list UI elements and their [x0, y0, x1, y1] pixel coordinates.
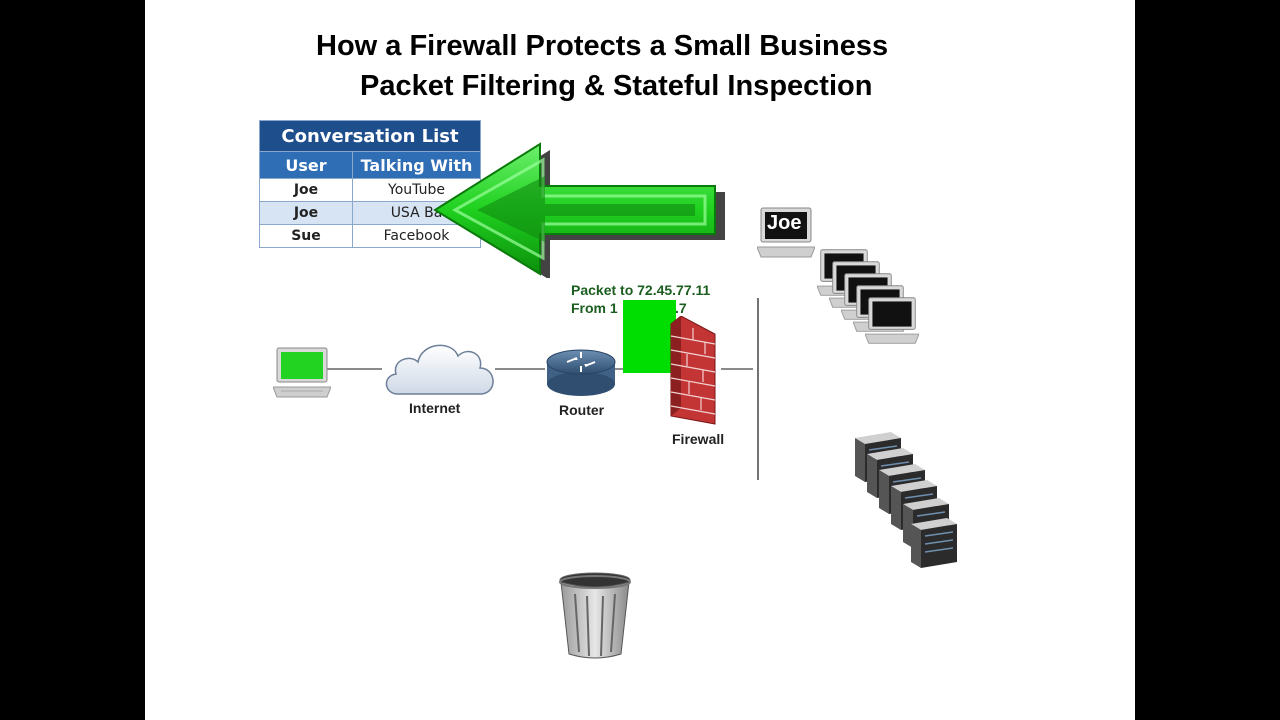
conversation-list-table: Conversation List User Talking With Joe … [259, 120, 481, 248]
packet-block [623, 300, 676, 373]
firewall-label: Firewall [672, 431, 725, 447]
table-row: Sue Facebook [259, 224, 481, 248]
trash-can-icon [559, 572, 631, 659]
arrow-left-icon [433, 142, 725, 278]
laptop-icon [865, 297, 919, 344]
laptop-icon [757, 207, 815, 258]
packet-label-from: From 1 [571, 300, 618, 316]
title-line-2: Packet Filtering & Stateful Inspection [360, 70, 873, 102]
server-icon [911, 518, 957, 568]
packet-label-from-end: .7 [675, 300, 687, 316]
connection-lines [327, 298, 759, 480]
internet-label: Internet [409, 400, 461, 416]
joe-screen-label: Joe [767, 212, 802, 234]
packet-label-line-1: Packet to 72.45.77.11 [571, 282, 711, 298]
conversation-list-title: Conversation List [259, 120, 481, 152]
laptop-icon [273, 347, 331, 398]
router-label: Router [559, 402, 605, 418]
table-row: Joe YouTube [259, 178, 481, 202]
server-stack [851, 428, 963, 576]
cell-user: Sue [259, 224, 353, 248]
slide: How a Firewall Protects a Small Business… [145, 0, 1135, 720]
laptop-stack [817, 248, 927, 350]
cloud-icon [385, 344, 494, 395]
column-header-talking-with: Talking With [352, 151, 481, 179]
cell-talking-with: Facebook [352, 224, 481, 248]
column-header-user: User [259, 151, 353, 179]
cell-user: Joe [259, 178, 353, 202]
router-icon [546, 349, 616, 396]
title-line-1: How a Firewall Protects a Small Business [316, 30, 889, 62]
firewall-icon [670, 316, 716, 425]
